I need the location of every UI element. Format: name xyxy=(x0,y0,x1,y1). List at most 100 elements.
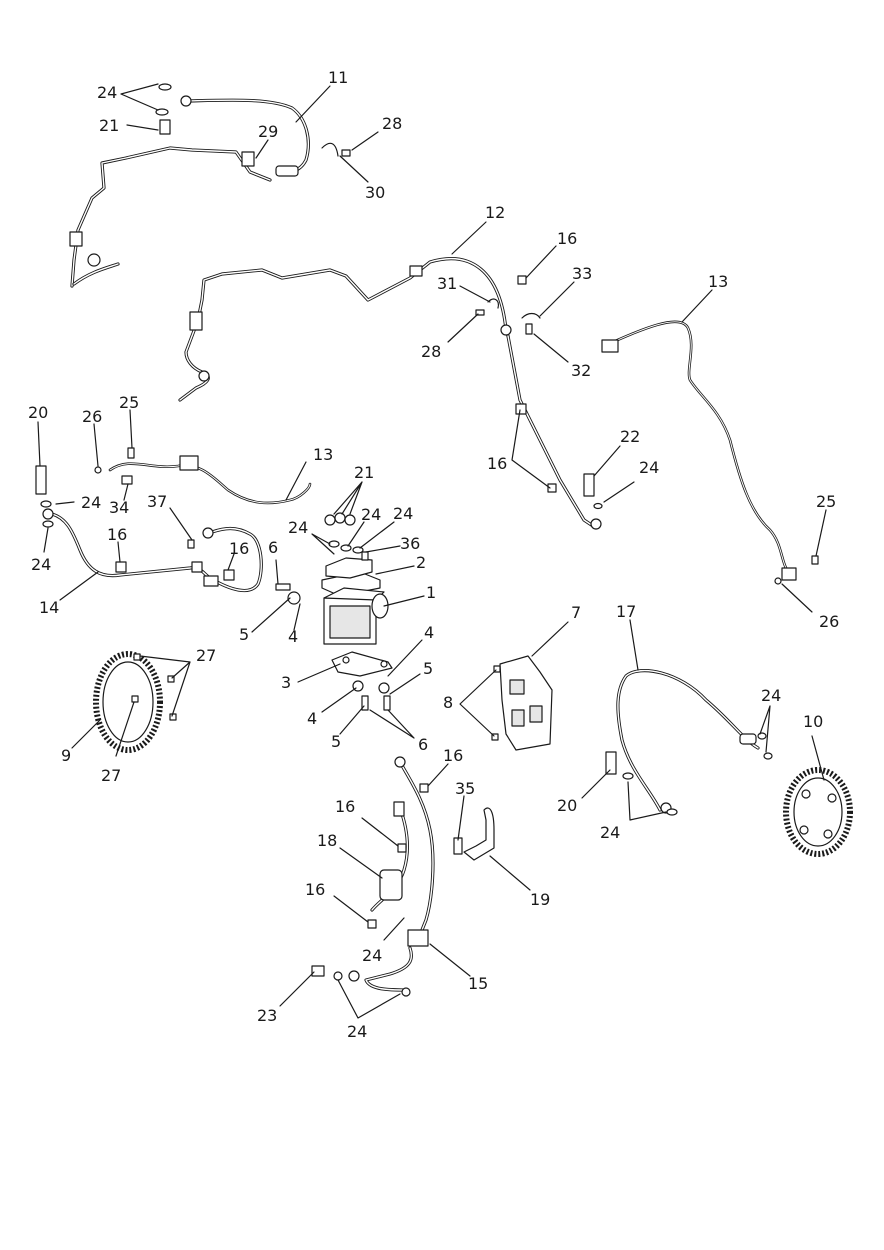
callout-33: 33 xyxy=(572,264,592,283)
connector xyxy=(601,339,619,353)
callout-35: 35 xyxy=(455,779,475,798)
callout-27a: 27 xyxy=(196,646,216,665)
callout-14: 14 xyxy=(39,598,59,617)
pipe-clip xyxy=(241,151,255,167)
bolt xyxy=(383,695,391,711)
callout-23: 23 xyxy=(257,1006,277,1025)
sealing-washer xyxy=(757,732,767,740)
callout-29: 29 xyxy=(258,122,278,141)
callout-15: 15 xyxy=(468,974,488,993)
banjo-fitting xyxy=(394,756,406,768)
banjo-fitting xyxy=(87,253,101,267)
brake-pipe-11 xyxy=(69,83,351,288)
sealing-washer xyxy=(40,500,52,508)
brake-switch xyxy=(583,473,595,497)
hose-bracket-19 xyxy=(453,807,495,861)
brake-switch xyxy=(605,751,617,775)
p-clip xyxy=(487,298,499,309)
valve-block xyxy=(325,557,373,579)
callout-16d: 16 xyxy=(229,539,249,558)
screw xyxy=(811,555,819,565)
sealing-washer xyxy=(622,772,634,780)
screw xyxy=(187,539,195,549)
hose-bracket xyxy=(407,929,429,947)
port-fitting xyxy=(344,514,356,526)
callout-5a: 5 xyxy=(239,625,249,644)
pipe-clip xyxy=(223,569,235,581)
banjo-fitting xyxy=(590,518,602,530)
screw xyxy=(133,653,141,661)
screw xyxy=(127,447,135,459)
hose-fitting xyxy=(739,733,757,745)
washer xyxy=(774,577,782,585)
callout-18: 18 xyxy=(317,831,337,850)
sealing-washer xyxy=(401,987,411,997)
callout-34: 34 xyxy=(109,498,129,517)
callout-11: 11 xyxy=(328,68,348,87)
callout-24b: 24 xyxy=(81,493,101,512)
callout-6b: 6 xyxy=(418,735,428,754)
banjo-fitting xyxy=(42,508,54,520)
screw xyxy=(341,149,351,157)
callout-labels: 1 2 3 4 4 4 5 5 5 6 6 7 8 9 10 11 12 13 … xyxy=(28,68,839,1041)
pipe-clip xyxy=(515,403,527,415)
callout-16b: 16 xyxy=(487,454,507,473)
callout-13b: 13 xyxy=(313,445,333,464)
callout-20b: 20 xyxy=(557,796,577,815)
callout-12: 12 xyxy=(485,203,505,222)
callout-24j: 24 xyxy=(362,946,382,965)
pump-motor xyxy=(371,593,389,619)
callout-16f: 16 xyxy=(335,797,355,816)
screw xyxy=(475,309,485,316)
callout-4c: 4 xyxy=(307,709,317,728)
brake-hose-15 xyxy=(311,756,435,997)
wheel-speed-sensor xyxy=(781,567,797,581)
callout-19: 19 xyxy=(530,890,550,909)
callout-28a: 28 xyxy=(382,114,402,133)
callout-13a: 13 xyxy=(708,272,728,291)
pipe-sleeve xyxy=(189,311,203,331)
brake-pipe-12 xyxy=(178,257,603,530)
brake-hose-14 xyxy=(35,465,263,593)
callout-24d: 24 xyxy=(288,518,308,537)
connector xyxy=(179,455,199,471)
port-fitting xyxy=(324,514,336,526)
brake-switch xyxy=(35,465,47,495)
screw xyxy=(491,733,499,741)
sealing-washer xyxy=(352,546,364,554)
callout-21b: 21 xyxy=(354,463,374,482)
sensor-harness-13-left xyxy=(94,447,312,505)
callout-16g: 16 xyxy=(305,880,325,899)
banjo-fitting xyxy=(198,370,210,382)
callout-25b: 25 xyxy=(816,492,836,511)
callout-25a: 25 xyxy=(119,393,139,412)
callout-24a: 24 xyxy=(97,83,117,102)
p-clip xyxy=(321,142,339,157)
callout-9: 9 xyxy=(61,746,71,765)
abs-reluctor-ring-9 xyxy=(93,651,177,753)
hose-bracket xyxy=(203,575,219,587)
sealing-washer xyxy=(763,752,773,760)
sealing-washer xyxy=(340,544,352,552)
callout-22: 22 xyxy=(620,427,640,446)
callout-10: 10 xyxy=(803,712,823,731)
sensor-harness-13-right xyxy=(601,320,819,585)
mounting-bracket-3 xyxy=(331,651,393,711)
callout-26b: 26 xyxy=(819,612,839,631)
grommet xyxy=(287,591,301,605)
pipe-sleeve xyxy=(409,265,423,277)
pipe-clip xyxy=(419,783,429,793)
banjo-fitting xyxy=(348,970,360,982)
pipe-joint xyxy=(500,324,512,336)
pipe-clip xyxy=(547,483,557,493)
callout-16a: 16 xyxy=(557,229,577,248)
callout-24e: 24 xyxy=(361,505,381,524)
sealing-washer xyxy=(158,83,172,91)
screw xyxy=(169,713,177,721)
pipe-clip xyxy=(517,275,527,285)
sealing-washer xyxy=(666,808,678,816)
abs-reluctor-ring-10 xyxy=(783,767,853,857)
screw xyxy=(493,665,501,673)
